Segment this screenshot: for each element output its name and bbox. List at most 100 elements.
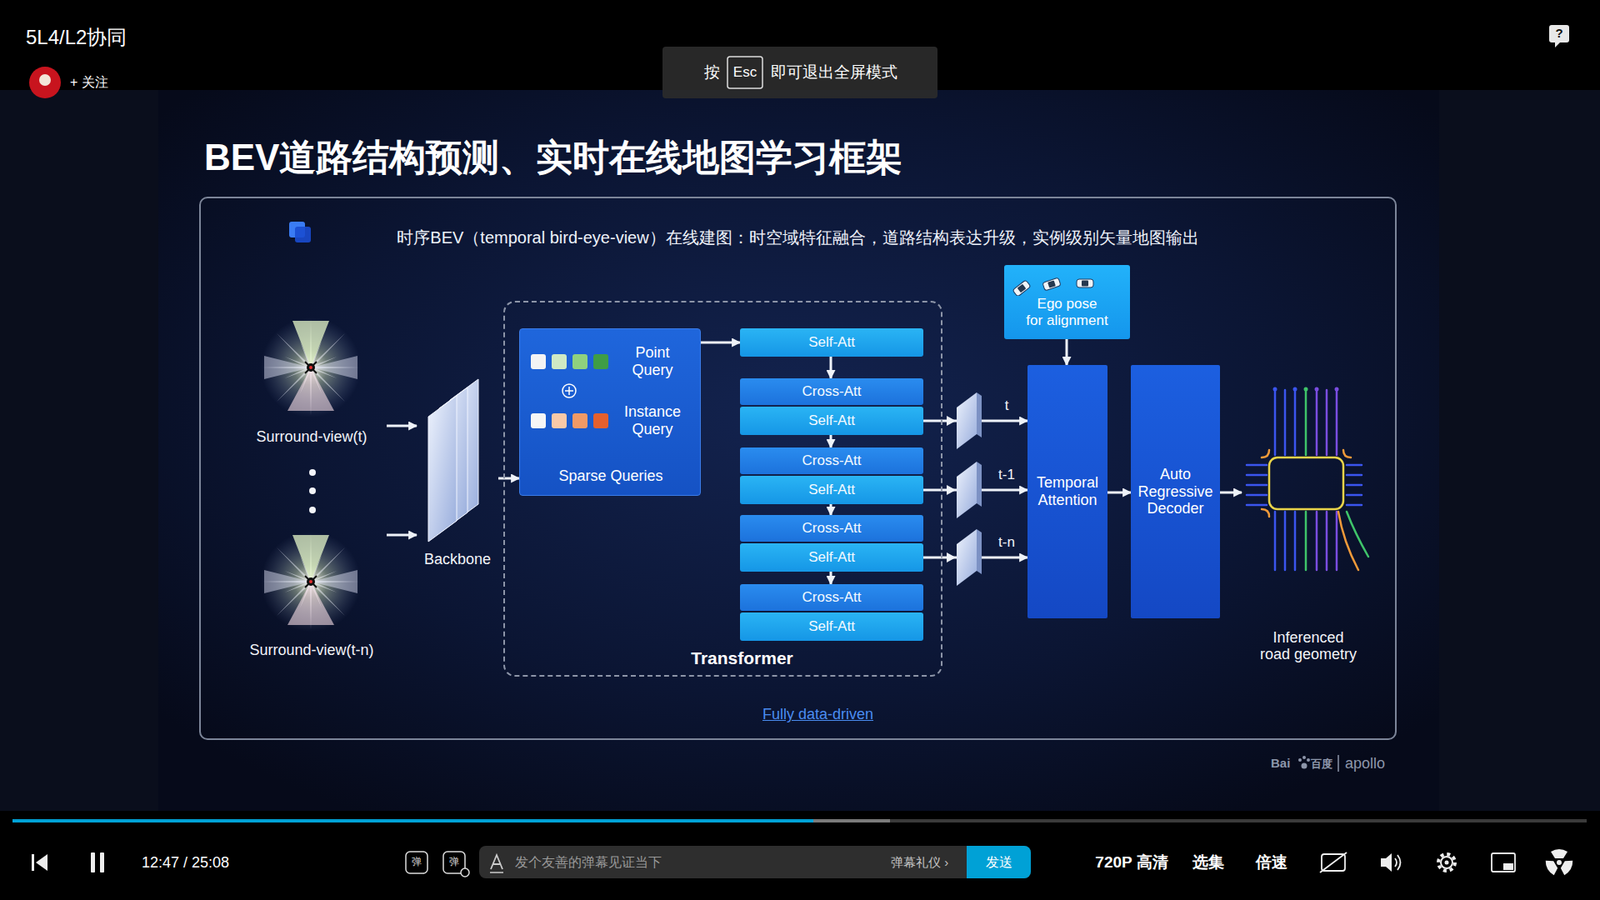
episode-button: 选集 bbox=[1192, 853, 1225, 872]
vehicle-icon bbox=[1041, 277, 1060, 291]
progress-track bbox=[12, 819, 1587, 823]
query-token bbox=[551, 413, 567, 429]
video-area bbox=[0, 90, 1600, 811]
time-step-label: t-n bbox=[998, 534, 1015, 551]
logo-paw bbox=[1301, 763, 1308, 770]
ego-vehicle bbox=[309, 580, 313, 584]
danmaku-settings bbox=[460, 868, 470, 877]
node-label: Inferenced road geometry bbox=[1256, 629, 1360, 664]
lane-line bbox=[1246, 484, 1362, 487]
node-label: Sparse Queries bbox=[558, 467, 663, 485]
camera-rays bbox=[262, 533, 360, 630]
lane-line bbox=[1246, 494, 1362, 497]
lane-end bbox=[1304, 387, 1309, 392]
bev-feature-plate bbox=[976, 392, 982, 438]
vehicle-icon bbox=[1012, 280, 1031, 296]
vehicle-icons bbox=[1009, 275, 1126, 296]
self-attention-block: Self-Att bbox=[740, 612, 924, 641]
logo-separator bbox=[1337, 755, 1340, 772]
query-tokens bbox=[530, 353, 609, 370]
cross-attention-block: Cross-Att bbox=[740, 447, 924, 475]
arrow-head bbox=[946, 415, 956, 426]
camera-cone bbox=[264, 570, 311, 594]
lane-end bbox=[1293, 387, 1298, 392]
danmaku-toggle: 弹 bbox=[411, 856, 422, 869]
query-token bbox=[530, 413, 546, 429]
fullscreen-hint: 即可退出全屏模式 bbox=[770, 63, 898, 82]
self-attention-block: Self-Att bbox=[740, 475, 924, 505]
vehicle-body bbox=[1076, 279, 1094, 288]
query-row: Instance Query bbox=[530, 403, 692, 438]
camera-view-icon bbox=[260, 531, 361, 632]
pause-icon bbox=[100, 852, 105, 873]
camera-cone bbox=[264, 355, 311, 380]
node-label: Surround-view(t-n) bbox=[249, 641, 374, 660]
help-icon bbox=[1549, 25, 1570, 43]
cross-attention-block: Cross-Att bbox=[740, 378, 924, 405]
vehicle-window bbox=[1047, 280, 1056, 288]
node-label: Transformer bbox=[690, 648, 794, 669]
ellipsis-dot bbox=[309, 487, 316, 495]
key-cap: Esc bbox=[733, 64, 757, 81]
fullscreen-hint: 按 bbox=[704, 63, 720, 82]
node-label: Self-Att bbox=[808, 549, 855, 566]
cross-attention-block: Cross-Att bbox=[740, 515, 924, 542]
query-token bbox=[593, 413, 609, 429]
lane-divider bbox=[1346, 511, 1369, 557]
bev-feature-plate bbox=[976, 529, 982, 575]
flow-arrow bbox=[830, 504, 833, 515]
danmaku-input-box bbox=[479, 845, 1031, 879]
node-label: Cross-Att bbox=[802, 383, 862, 400]
node-label: Self-Att bbox=[808, 334, 855, 351]
lane-line bbox=[1315, 390, 1319, 570]
query-tokens bbox=[530, 412, 609, 430]
node-label: Cross-Att bbox=[802, 589, 862, 606]
query-token bbox=[572, 354, 588, 370]
decoder-block: Auto Regressive Decoder bbox=[1130, 365, 1220, 619]
ego-vehicle bbox=[309, 365, 313, 370]
backbone-block: Backbone bbox=[416, 379, 499, 572]
camera-input: Surround-view(t) bbox=[236, 320, 387, 450]
lane-line bbox=[1246, 464, 1362, 467]
lane-line bbox=[1335, 390, 1339, 570]
ego-vehicle bbox=[305, 361, 317, 374]
fullscreen-icon bbox=[1556, 860, 1562, 865]
volume-icon bbox=[1380, 853, 1392, 872]
node-label: Instance Query bbox=[618, 403, 687, 438]
font-icon bbox=[490, 871, 504, 874]
arrow-head bbox=[946, 552, 956, 563]
query-row: Point Query bbox=[530, 344, 692, 379]
video-title: 5L4/L2协同 bbox=[25, 25, 127, 50]
curb-line bbox=[1261, 450, 1351, 517]
fullscreen-icon bbox=[1558, 857, 1575, 877]
lane-line bbox=[1294, 390, 1297, 570]
slide-title: BEV道路结构预测、实时在线地图学习框架 bbox=[204, 136, 903, 180]
plus-symbol bbox=[565, 386, 574, 395]
send-button bbox=[966, 845, 979, 879]
node-label: Auto Regressive Decoder bbox=[1134, 465, 1217, 518]
settings-icon bbox=[1440, 856, 1453, 869]
flow-arrow bbox=[1107, 491, 1131, 495]
camera-cone bbox=[287, 581, 335, 625]
settings-icon bbox=[1438, 854, 1455, 871]
node-label: Self-Att bbox=[808, 412, 855, 430]
lane-divider bbox=[1305, 390, 1308, 570]
lane-end bbox=[1315, 387, 1320, 392]
node-label: Surround-view(t) bbox=[255, 428, 367, 446]
quality-button: 720P 高清 bbox=[1095, 853, 1168, 872]
logo-paw bbox=[1306, 758, 1310, 762]
flow-arrow bbox=[830, 571, 833, 585]
self-attention-block: Self-Att bbox=[740, 328, 924, 357]
feature-plate bbox=[428, 395, 457, 542]
camera-cone bbox=[292, 535, 330, 582]
key-frame bbox=[727, 56, 763, 89]
camera-rays bbox=[262, 319, 360, 416]
plus-symbol bbox=[562, 384, 576, 398]
flow-arrow bbox=[386, 534, 417, 537]
danmaku-toggle bbox=[405, 851, 428, 874]
query-token bbox=[572, 413, 588, 429]
road-geometry-output: Inferenced road geometry bbox=[1241, 379, 1375, 667]
ellipsis-dot bbox=[309, 469, 316, 476]
previous-icon bbox=[35, 854, 48, 871]
bev-feature-plate bbox=[956, 392, 977, 450]
